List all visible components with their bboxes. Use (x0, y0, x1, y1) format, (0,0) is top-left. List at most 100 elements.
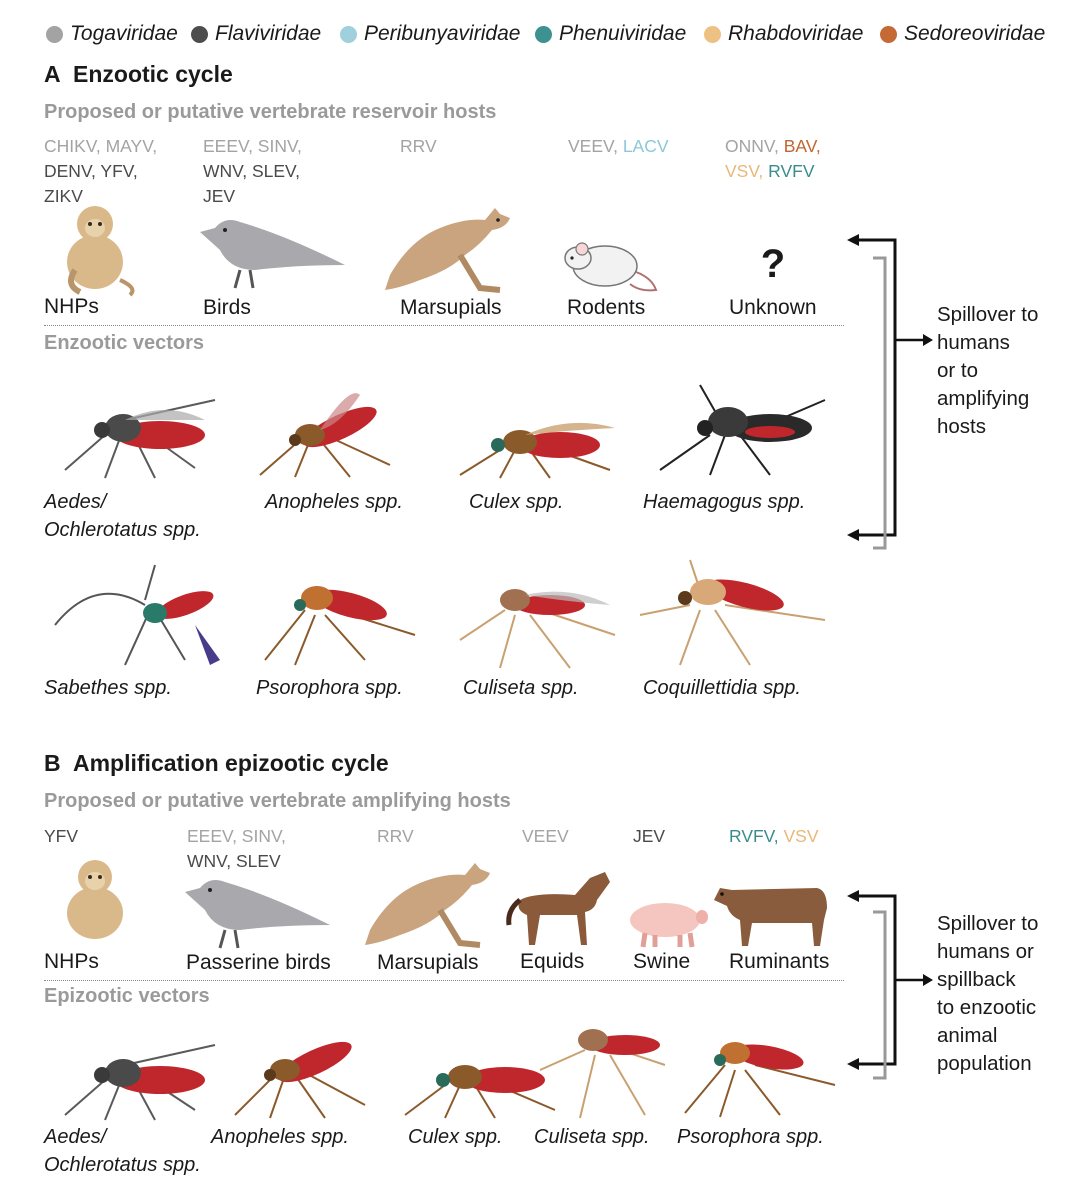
vector-label-culex: Culex spp. (469, 491, 564, 513)
host-label-unknown: Unknown (729, 296, 817, 319)
host-label-ruminants: Ruminants (729, 950, 830, 973)
psorophora-mosquito-icon (264, 586, 416, 666)
virus-label: DENV, YFV, (44, 161, 138, 181)
host-label-rodents: Rodents (567, 296, 646, 319)
virus-label: RVFV (768, 161, 815, 181)
culiseta-mosquito-icon (539, 1029, 666, 1119)
side-text-line: humans or (937, 940, 1034, 963)
anopheles-mosquito-icon (234, 1041, 366, 1119)
cow-icon (714, 888, 827, 946)
vector-label-culiseta: Culiseta spp. (463, 677, 579, 699)
vector-label-psorophora-b: Psorophora spp. (677, 1126, 824, 1148)
spillover-text-a: Spillover to humans or to amplifying hos… (937, 301, 1038, 441)
section-a-title: Enzootic cycle (73, 61, 233, 87)
virus-label: LACV (622, 136, 669, 156)
vector-label-anopheles: Anopheles spp. (265, 491, 403, 513)
host-label-equids: Equids (520, 950, 585, 973)
virus-label: VSV, (725, 161, 764, 181)
aedes-mosquito-icon (64, 1044, 216, 1121)
legend-label: Peribunyaviridae (364, 22, 521, 45)
host-label-nhp: NHPs (44, 295, 99, 318)
vector-label-anopheles-b: Anopheles spp. (211, 1126, 349, 1148)
vector-label-psorophora: Psorophora spp. (256, 677, 403, 699)
side-text-line: to enzootic (937, 996, 1037, 1019)
side-text-line: humans (937, 331, 1010, 354)
virus-label: RRV (377, 826, 414, 846)
side-text-line: animal (937, 1024, 998, 1047)
side-text-line: spillback (937, 968, 1016, 991)
primate-icon (67, 860, 123, 939)
legend-label: Togaviridae (70, 22, 178, 45)
section-b-title: Amplification epizootic cycle (73, 750, 389, 776)
nhp-virus-list: CHIKV, MAYV, DENV, YFV, ZIKV (44, 134, 157, 209)
legend-item-sedoreoviridae: Sedoreoviridae (880, 22, 1045, 46)
virus-label: BAV, (783, 136, 821, 156)
host-label-marsupials: Marsupials (400, 296, 502, 319)
virus-label: VEEV (522, 826, 569, 846)
virus-label: RVFV, (729, 826, 779, 846)
vector-label-haemagogus: Haemagogus spp. (643, 491, 806, 513)
spillover-text-b: Spillover to humans or spillback to enzo… (937, 910, 1038, 1078)
legend-dot-icon (191, 25, 208, 43)
enzootic-vectors-heading: Enzootic vectors (44, 332, 205, 354)
legend-item-togaviridae: Togaviridae (46, 22, 178, 46)
legend-item-flaviviridae: Flaviviridae (191, 22, 321, 46)
rodent-icon (564, 242, 658, 292)
birds-virus-list: EEEV, SINV, WNV, SLEV, JEV (203, 134, 302, 209)
legend-label: Flaviviridae (215, 22, 322, 45)
vector-label-culiseta-b: Culiseta spp. (534, 1126, 650, 1148)
swine-virus-list-b: JEV (633, 824, 665, 849)
legend-dot-icon (704, 25, 721, 43)
nhp-virus-list-b: YFV (44, 824, 78, 849)
side-text-line: Spillover to (937, 912, 1039, 935)
legend-label: Phenuiviridae (559, 22, 687, 45)
marsupials-virus-list-b: RRV (377, 824, 414, 849)
vector-label-line: Aedes/ (44, 491, 107, 513)
equids-virus-list-b: VEEV (522, 824, 569, 849)
host-label-marsupials-b: Marsupials (377, 951, 479, 974)
divider-line (44, 980, 844, 981)
divider-line (44, 325, 844, 326)
coquillettidia-mosquito-icon (639, 559, 826, 666)
culiseta-mosquito-icon (459, 589, 616, 669)
horse-icon (506, 872, 610, 945)
virus-label: EEEV, SINV, (187, 826, 286, 846)
virus-label: WNV, SLEV, (203, 161, 300, 181)
legend-item-phenuiviridae: Phenuiviridae (535, 22, 686, 46)
side-text-line: amplifying (937, 387, 1030, 410)
virus-label: WNV, SLEV (187, 851, 281, 871)
passerine-bird-icon (185, 880, 330, 949)
haemagogus-mosquito-icon (659, 384, 826, 476)
legend-dot-icon (340, 25, 357, 43)
rodents-virus-list: VEEV, LACV (568, 134, 669, 159)
virus-label: ONNV, (725, 136, 779, 156)
host-label-nhp-b: NHPs (44, 950, 99, 973)
vector-label-aedes-b: Aedes/ Ochlerotatus spp. (44, 1123, 201, 1179)
virus-label: JEV (633, 826, 666, 846)
bird-icon (200, 220, 345, 289)
virus-label: YFV (44, 826, 79, 846)
vector-label-sabethes: Sabethes spp. (44, 677, 172, 699)
virus-label: VEEV, (568, 136, 618, 156)
host-label-birds: Birds (203, 296, 251, 319)
vector-label-aedes: Aedes/ Ochlerotatus spp. (44, 488, 201, 544)
legend-item-peribunyaviridae: Peribunyaviridae (340, 22, 520, 46)
host-label-passerine-birds: Passerine birds (186, 951, 331, 974)
aedes-mosquito-icon (64, 399, 216, 479)
unknown-host-icon: ? (760, 242, 786, 286)
psorophora-mosquito-icon (684, 1042, 836, 1118)
kangaroo-icon (365, 863, 490, 948)
side-text-line: Spillover to (937, 303, 1039, 326)
legend-label: Sedoreoviridae (904, 22, 1046, 45)
birds-virus-list-b: EEEV, SINV, WNV, SLEV (187, 824, 286, 874)
pig-icon (630, 903, 708, 948)
legend-dot-icon (46, 25, 63, 43)
sabethes-mosquito-icon (54, 564, 220, 666)
amplifying-hosts-heading: Proposed or putative vertebrate amplifyi… (44, 790, 511, 812)
cycle-bracket-a (847, 234, 933, 550)
virus-label: ZIKV (44, 186, 83, 206)
legend-dot-icon (535, 25, 552, 43)
marsupials-virus-list: RRV (400, 134, 437, 159)
vector-label-line: Ochlerotatus spp. (44, 1154, 201, 1176)
host-label-swine: Swine (633, 950, 691, 973)
